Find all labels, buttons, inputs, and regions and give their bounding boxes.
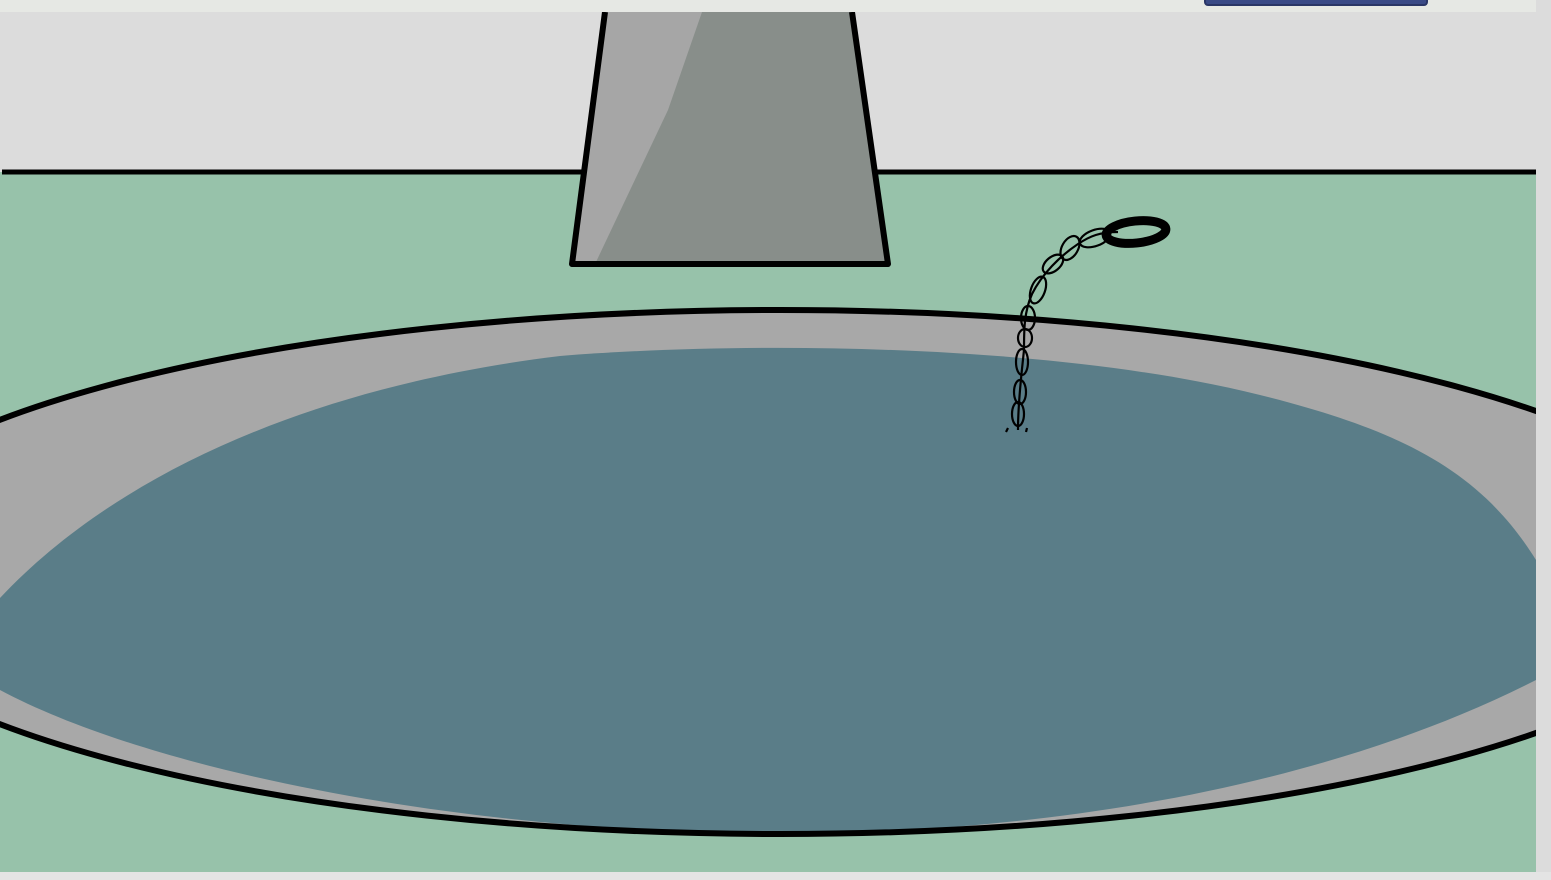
stone-pillar[interactable] <box>569 11 891 267</box>
chain-icon[interactable] <box>1005 225 1119 433</box>
pool-of-water[interactable] <box>0 307 1551 837</box>
top-frame-edge <box>0 0 1551 12</box>
pool-outline <box>0 307 1551 837</box>
hud-menu-button[interactable] <box>1204 0 1428 6</box>
right-frame-edge <box>1536 0 1551 880</box>
bottom-frame-edge <box>0 872 1551 880</box>
pool-water <box>0 347 1536 835</box>
ring-icon[interactable] <box>1101 216 1171 248</box>
